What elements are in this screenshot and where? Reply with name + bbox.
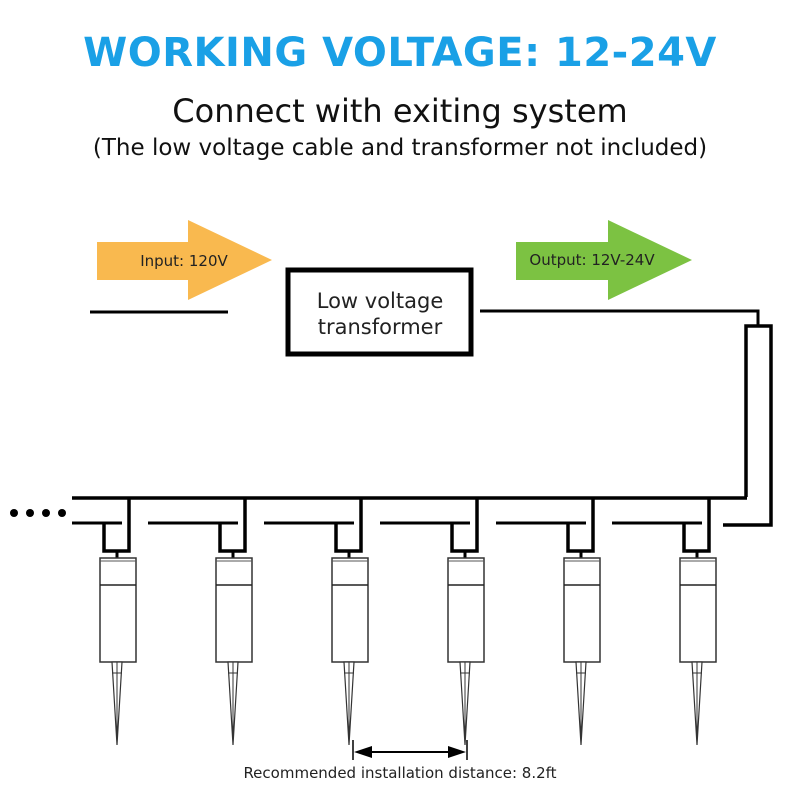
light-fixture: [380, 498, 485, 746]
light-fixture: [148, 498, 253, 746]
output-cable: [480, 309, 760, 325]
light-body: [563, 557, 601, 663]
light-fixture: [496, 498, 601, 746]
light-body: [447, 557, 485, 663]
continuation-dots: [10, 509, 66, 517]
note: (The low voltage cable and transformer n…: [92, 135, 708, 161]
subtitle: Connect with exiting system: [172, 92, 628, 130]
input-arrow: Input: 120V: [97, 220, 272, 300]
output-arrow: Output: 12V-24V: [516, 220, 692, 300]
cable-loop: [723, 324, 773, 527]
light-fixture: [612, 498, 717, 746]
transformer-box: [285, 267, 474, 357]
input-arrow-label: Input: 120V: [140, 252, 228, 270]
output-arrow-label: Output: 12V-24V: [529, 251, 655, 269]
distance-indicator: [352, 740, 468, 760]
light-body: [215, 557, 253, 663]
light-body: [331, 557, 369, 663]
transformer-label-line1: Low voltage: [317, 289, 444, 313]
light-body: [99, 557, 137, 663]
light-fixture: [72, 498, 137, 746]
lights-group: [72, 498, 717, 746]
input-arrow-shape: [97, 220, 272, 300]
output-arrow-shape: [516, 220, 692, 300]
light-fixture: [264, 498, 369, 746]
transformer-label-line2: transformer: [318, 315, 443, 339]
light-body: [679, 557, 717, 663]
arrowhead-right: [448, 746, 466, 758]
distance-label: Recommended installation distance: 8.2ft: [243, 764, 556, 782]
arrowhead-left: [354, 746, 372, 758]
page-title: WORKING VOLTAGE: 12-24V: [83, 30, 717, 76]
